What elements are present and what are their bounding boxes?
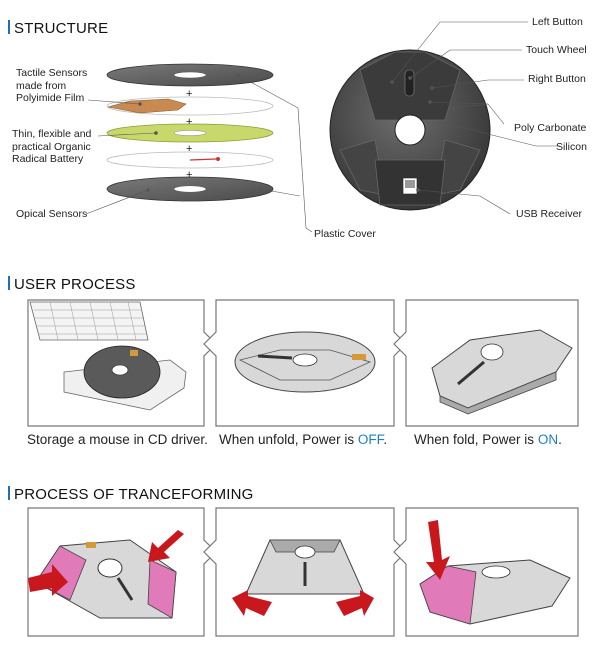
layer-bottom-optical (106, 176, 274, 202)
arrow-out-left-icon (232, 590, 272, 616)
section-title-transforming: PROCESS OF TRANCEFORMING (8, 486, 254, 503)
mouse-folded (431, 329, 573, 415)
label-touch-wheel: Touch Wheel (526, 44, 587, 56)
plus-sign: + (186, 169, 193, 181)
label-right-button: Right Button (528, 73, 586, 85)
plus-sign: + (186, 88, 193, 100)
label-left-button: Left Button (532, 16, 583, 28)
plus-sign: + (186, 116, 193, 128)
arrow-out-right-icon (336, 590, 374, 616)
arrow-press-down-icon (426, 520, 450, 580)
arrow-right-icon (28, 564, 68, 596)
plus-sign: + (186, 143, 193, 155)
section-title-structure: STRUCTURE (8, 20, 108, 37)
label-poly-carbonate: Poly Carbonate (514, 122, 587, 134)
label-usb-receiver: USB Receiver (516, 208, 582, 220)
label-tactile-sensors: Tactile Sensors made from Polyimide Film (16, 67, 88, 104)
arrow-down-left-icon (148, 530, 184, 562)
caption-fold: When fold, Power is ON. (414, 432, 562, 447)
disc-mouse-top-view (329, 49, 491, 211)
section-title-user-process: USER PROCESS (8, 276, 136, 293)
layer-battery (106, 123, 274, 143)
label-plastic-cover: Plastic Cover (314, 228, 376, 240)
transform-step-2 (232, 539, 374, 616)
right-leader-lines (390, 21, 560, 215)
caption-unfold: When unfold, Power is OFF. (219, 432, 388, 447)
label-battery: Thin, flexible and practical Organic Rad… (12, 128, 92, 165)
caption-storage: Storage a mouse in CD driver. (27, 432, 208, 447)
layer-tactile-sensors (106, 96, 274, 116)
transform-step-3 (419, 520, 571, 625)
label-silicon: Silicon (556, 141, 587, 153)
layer-circuit (106, 151, 274, 169)
left-leader-lines (85, 73, 313, 233)
disc-unfolded (234, 331, 376, 393)
transform-step-1 (28, 530, 184, 619)
label-optical-sensors: Opical Sensors (16, 208, 88, 220)
disc-in-drive (83, 345, 161, 399)
layer-top-cover (106, 63, 274, 87)
